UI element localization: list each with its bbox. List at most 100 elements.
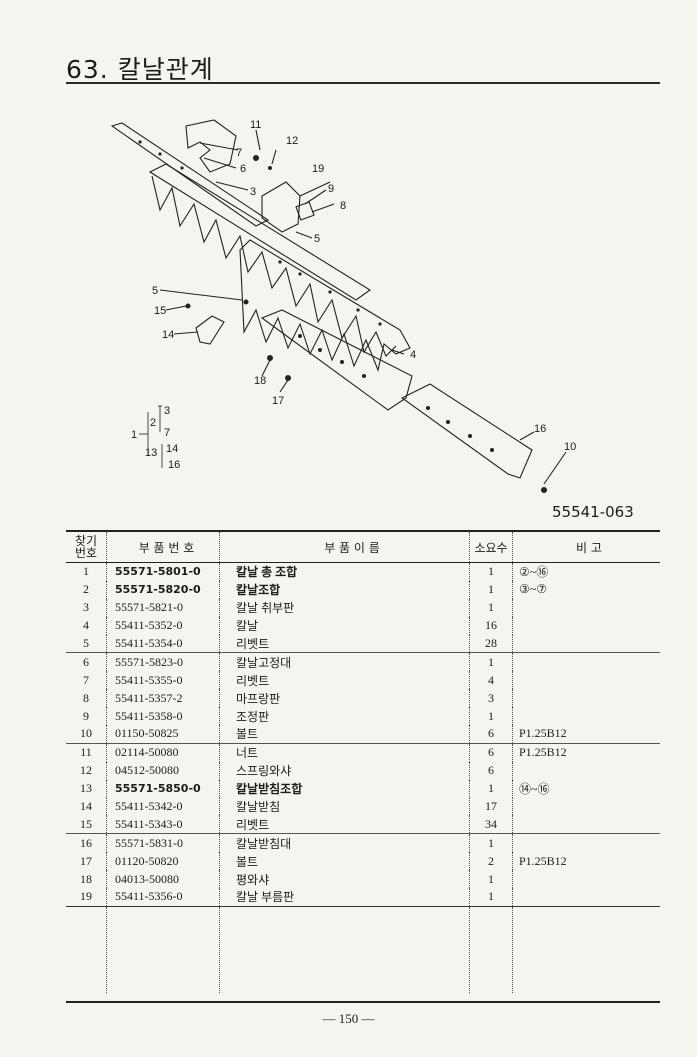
- row-quantity: 1: [469, 888, 513, 907]
- row-part-name: 칼날: [219, 616, 470, 635]
- row-part-name: 평와샤: [219, 870, 470, 889]
- tree-14: 14: [166, 443, 178, 455]
- row-part-name: 마프랑판: [219, 689, 470, 708]
- row-quantity: 1: [469, 870, 513, 889]
- row-remarks: P1.25B12: [519, 745, 567, 760]
- callout-7: 7: [236, 147, 242, 159]
- row-remarks: [513, 762, 661, 780]
- row-quantity: 2: [469, 852, 513, 871]
- callout-6: 6: [240, 163, 246, 175]
- row-part-number: 55411-5358-0: [106, 707, 220, 726]
- diagram-code: 55541-063: [552, 503, 634, 521]
- tree-1: 1: [131, 429, 137, 441]
- part-9-block: [295, 201, 315, 221]
- part-3-plate: [148, 163, 371, 301]
- table-header: 찾기 번호 부 품 번 호 부 품 이 름 소요수 비 고: [66, 530, 660, 563]
- row-part-name: 칼날조합: [219, 580, 470, 599]
- row-part-number: 55571-5820-0: [106, 580, 220, 599]
- header-no: 찾기 번호: [66, 530, 107, 563]
- row-part-number: 55571-5801-0: [106, 562, 220, 581]
- title-rule: [66, 82, 660, 84]
- row-remarks: [512, 815, 660, 835]
- row-remarks: [513, 689, 661, 707]
- row-find-number: 14: [66, 797, 107, 816]
- row-part-number: 55571-5850-0: [106, 779, 220, 798]
- row-part-number: 55571-5831-0: [106, 833, 220, 853]
- part-4-blade: [239, 239, 411, 372]
- row-remarks: [513, 707, 661, 725]
- row-part-name: 리벳트: [219, 815, 470, 835]
- row-part-number: 55411-5354-0: [106, 634, 220, 654]
- part-6-bar: [110, 122, 270, 227]
- row-part-name: 스프링와샤: [219, 761, 470, 780]
- row-quantity: 4: [469, 671, 513, 690]
- row-remarks: ③~⑦: [519, 582, 548, 597]
- row-quantity: 1: [469, 779, 513, 798]
- row-find-number: 5: [66, 634, 107, 654]
- row-quantity: 34: [469, 815, 513, 835]
- bottom-rule: [66, 1001, 660, 1003]
- callout-16: 16: [534, 423, 546, 435]
- row-quantity: 28: [469, 634, 513, 654]
- row-part-name: 볼트: [219, 725, 470, 744]
- row-find-number: 4: [66, 616, 107, 635]
- callout-17: 17: [272, 395, 284, 407]
- row-part-number: 04512-50080: [106, 761, 220, 780]
- row-part-number: 01120-50820: [106, 852, 220, 871]
- header-quantity: 소요수: [469, 530, 513, 563]
- row-find-number: 17: [66, 852, 107, 871]
- header-remarks: 비 고: [512, 530, 660, 563]
- header-part-number: 부 품 번 호: [106, 530, 220, 563]
- row-part-number: 55411-5343-0: [106, 815, 220, 835]
- row-remarks: [513, 617, 661, 635]
- tree-3: 3: [164, 405, 170, 417]
- row-part-number: 55411-5342-0: [106, 797, 220, 816]
- row-find-number: 13: [66, 779, 107, 798]
- table-blank-area: [66, 905, 660, 993]
- header-part-name: 부 품 이 름: [219, 530, 470, 563]
- row-part-name: 리벳트: [219, 634, 470, 654]
- row-find-number: 1: [66, 562, 107, 581]
- callout-5b: 5: [152, 285, 158, 297]
- row-quantity: 6: [469, 761, 513, 780]
- row-remarks: [513, 888, 661, 906]
- callout-15: 15: [154, 305, 166, 317]
- row-quantity: 1: [469, 652, 513, 672]
- row-part-name: 볼트: [219, 852, 470, 871]
- row-part-name: 칼날받침대: [219, 833, 470, 853]
- row-part-name: 칼날 취부판: [219, 598, 470, 617]
- row-quantity: 1: [469, 707, 513, 726]
- row-find-number: 19: [66, 888, 107, 907]
- exploded-parts-diagram: 11 12 7 6 3 19 9 8 5 5 15 14 4 18 17 16 …: [110, 119, 576, 493]
- callout-18: 18: [254, 375, 266, 387]
- row-remarks: [513, 870, 661, 888]
- row-part-name: 칼날 부름판: [219, 888, 470, 907]
- row-find-number: 15: [66, 815, 107, 835]
- row-find-number: 10: [66, 725, 107, 744]
- tree-13: 13: [145, 447, 157, 459]
- row-part-number: 01150-50825: [106, 725, 220, 744]
- row-part-name: 칼날고정대: [219, 652, 470, 672]
- row-part-number: 55411-5356-0: [106, 888, 220, 907]
- callout-19: 19: [312, 163, 324, 175]
- row-remarks: P1.25B12: [519, 853, 567, 868]
- page-title: 63. 칼날관계: [66, 55, 214, 84]
- row-part-number: 55411-5355-0: [106, 671, 220, 690]
- row-part-number: 55411-5357-2: [106, 689, 220, 708]
- row-find-number: 7: [66, 671, 107, 690]
- row-part-name: 너트: [219, 743, 470, 762]
- row-part-name: 조정판: [219, 707, 470, 726]
- row-remarks: [513, 599, 661, 617]
- row-quantity: 6: [469, 725, 513, 744]
- row-part-number: 55571-5823-0: [106, 652, 220, 672]
- page-number: — 150 —: [322, 1011, 375, 1026]
